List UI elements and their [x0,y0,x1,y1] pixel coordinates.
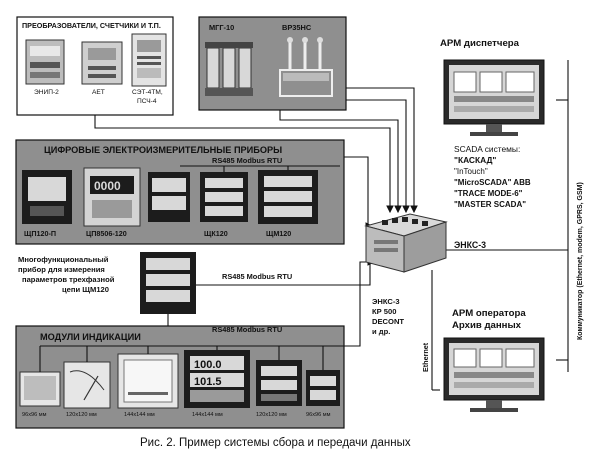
module-144b-digits-2: 101.5 [194,376,222,388]
scada-item-4: "TRACE MODE-6" [454,189,523,198]
enks-alt-4: и др. [372,327,390,336]
module-120-b [256,360,302,406]
indication-modules-panel: МОДУЛИ ИНДИКАЦИИ RS485 Modbus RTU 100.0 … [15,325,345,429]
ethernet-label: Ethernet [421,342,430,372]
converters-panel: ПРЕОБРАЗОВАТЕЛИ, СЧЕТЧИКИ И Т.П. ЭНИП-2 … [16,16,174,116]
module-96-a [19,371,61,407]
tsp8506-digits: 0000 [94,179,121,193]
arm-operator-title-2: Архив данных [452,320,522,331]
shp120p-label: ЩП120-П [24,229,56,238]
module-144-a [117,353,179,409]
vr35ns-breaker [279,37,333,97]
enks3-label: ЭНКС-3 [454,240,486,250]
multifunc-caption-4: цепи ЩМ120 [62,285,109,294]
module-size-1: 96x96 мм [22,412,47,418]
psch4-label: ПСЧ-4 [137,98,157,105]
module-size-2: 120x120 мм [66,412,97,418]
enks3-device [364,213,448,273]
multifunc-bus-label: RS485 Modbus RTU [222,272,292,281]
converters-title: ПРЕОБРАЗОВАТЕЛИ, СЧЕТЧИКИ И Т.П. [22,21,161,30]
scada-item-1: "КАСКАД" [454,155,496,165]
schm120-multifunc-device [140,252,196,314]
scada-title: SCADA системы: [454,144,520,154]
module-size-3: 144x144 мм [124,412,155,418]
schm120-device [258,170,318,224]
set4tm-label: СЭТ-4ТМ, [132,89,163,96]
module-144b-digits-1: 100.0 [194,359,222,371]
arm-operator-title-1: АРМ оператора [452,308,526,319]
mgg10-label: МГГ-10 [209,23,234,32]
multifunction-block: Многофункциональный прибор для измерения… [18,252,292,314]
multifunc-caption-3: параметров трехфазной [22,275,115,284]
display-device [148,172,190,222]
set4tm-meter [131,33,167,87]
figure-caption: Рис. 2. Пример системы сбора и передачи … [140,437,411,449]
enip-device [25,39,65,85]
scada-item-5: "MASTER SCADA" [454,200,526,209]
switchgear-panel: МГГ-10 ВР35НС [198,16,347,111]
digital-bus-label: RS485 Modbus RTU [212,156,282,165]
enip-label: ЭНИП-2 [34,89,59,96]
enks-alt-2: КР 500 [372,307,396,316]
schm120-label: ЩМ120 [266,229,291,238]
enks-alt-1: ЭНКС-3 [372,297,400,306]
modules-title: МОДУЛИ ИНДИКАЦИИ [40,332,141,342]
digital-instruments-panel: ЦИФРОВЫЕ ЭЛЕКТРОИЗМЕРИТЕЛЬНЫЕ ПРИБОРЫ RS… [15,139,345,245]
arm-dispatcher-title: АРМ диспетчера [440,38,520,49]
tsp8506-device: 0000 [83,167,141,227]
scada-item-2: "InTouch" [454,167,488,176]
scada-item-3: "MicroSCADA" ABB [454,178,531,187]
module-size-5: 120x120 мм [256,412,287,418]
communicator-label: Коммуникатор (Ethernet, modem, GPRS, GSM… [577,182,584,340]
shp120p-device [22,170,72,224]
mgg10-breaker [205,42,253,96]
modules-bus-label: RS485 Modbus RTU [212,325,282,334]
digital-title: ЦИФРОВЫЕ ЭЛЕКТРОИЗМЕРИТЕЛЬНЫЕ ПРИБОРЫ [44,145,282,155]
multifunc-caption-2: прибор для измерения [18,265,105,274]
operator-workstation [443,337,545,412]
module-96-b [306,370,340,406]
tsp8506-label: ЦП8506-120 [86,229,127,238]
vr35ns-label: ВР35НС [282,23,312,32]
module-size-4: 144x144 мм [192,412,223,418]
aet-device [81,41,123,85]
enks-alt-3: DECONT [372,317,404,326]
schk120-device [200,172,248,222]
dispatcher-workstation [443,59,545,136]
multifunc-caption-1: Многофункциональный [18,255,109,264]
module-size-6: 96x96 мм [306,412,331,418]
module-144-b: 100.0 101.5 [184,350,250,408]
schk120-label: ЩК120 [204,229,228,238]
aet-label: АЕТ [92,89,105,96]
module-120-a [63,361,111,409]
